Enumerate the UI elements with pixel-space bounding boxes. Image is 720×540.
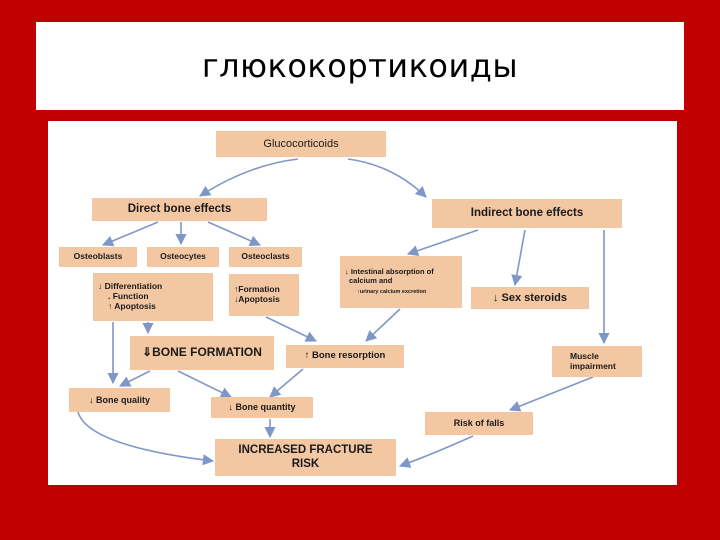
slide-title: глюкокортикоиды xyxy=(201,47,519,85)
osteoclast-effect-formation: ↑Formation xyxy=(234,284,280,295)
arrow-gluco-to-indirect xyxy=(347,158,427,198)
glucocorticoids-label: Glucocorticoids xyxy=(263,137,339,150)
sex-steroids-box: ↓ Sex steroids xyxy=(471,287,589,309)
osteoblast-effects-box: ↓ Differentiation . Function ↑ Apoptosis xyxy=(93,273,213,321)
flow-diagram: Glucocorticoids Direct bone effects Indi… xyxy=(48,121,677,485)
bone-quantity-box: ↓ Bone quantity xyxy=(211,397,313,418)
risk-of-falls-box: Risk of falls xyxy=(425,412,533,435)
osteocytes-box: Osteocytes xyxy=(147,247,219,267)
arrow-resorption-to-quantity xyxy=(269,368,304,398)
intestinal-absorption-box: ↓ Intestinal absorption of calcium and ↑… xyxy=(340,256,462,308)
indirect-bone-effects-box: Indirect bone effects xyxy=(432,199,622,228)
intestinal-line-2: calcium and xyxy=(349,275,393,285)
arrow-intestinal-to-resorption xyxy=(365,308,401,342)
title-panel: глюкокортикоиды xyxy=(36,22,684,110)
bone-resorption-label: ↑ Bone resorption xyxy=(304,350,386,362)
osteoblasts-box: Osteoblasts xyxy=(59,247,137,267)
muscle-line-1: Muscle xyxy=(570,350,599,361)
osteoclasts-box: Osteoclasts xyxy=(229,247,302,267)
osteoclast-effects-box: ↑Formation ↓Apoptosis xyxy=(229,274,299,316)
fracture-line-2: RISK xyxy=(291,457,320,470)
osteoblast-effect-differentiation: ↓ Differentiation xyxy=(98,281,163,292)
indirect-bone-effects-label: Indirect bone effects xyxy=(470,206,584,219)
arrow-formation-to-quantity xyxy=(177,370,233,398)
arrow-direct-to-osteoblasts xyxy=(101,221,159,247)
arrow-gluco-to-direct xyxy=(199,158,299,197)
arrow-osteoclasts-to-resorption xyxy=(265,316,318,342)
sex-steroids-label: ↓ Sex steroids xyxy=(493,291,567,304)
diagram-arrows xyxy=(77,158,610,468)
risk-of-falls-label: Risk of falls xyxy=(453,418,505,429)
osteoclast-effect-apoptosis: ↓Apoptosis xyxy=(234,294,280,304)
arrow-quality-to-fracture xyxy=(77,411,215,466)
arrow-direct-to-osteoclasts xyxy=(207,221,262,247)
arrow-formation-to-quality xyxy=(118,370,151,387)
direct-bone-effects-label: Direct bone effects xyxy=(127,202,232,215)
bone-resorption-box: ↑ Bone resorption xyxy=(286,345,404,368)
osteocytes-label: Osteocytes xyxy=(160,251,206,262)
intestinal-line-3: ↑urinary calcium excretion xyxy=(357,289,427,296)
bone-quality-label: ↓ Bone quality xyxy=(88,394,150,405)
bone-formation-box: ⇓BONE FORMATION xyxy=(130,336,274,370)
osteoblast-effect-function: . Function xyxy=(108,291,149,302)
glucocorticoids-box: Glucocorticoids xyxy=(216,131,386,157)
direct-bone-effects-box: Direct bone effects xyxy=(92,198,267,221)
bone-quality-box: ↓ Bone quality xyxy=(69,388,170,412)
osteoblast-effect-apoptosis: ↑ Apoptosis xyxy=(108,300,156,311)
muscle-impairment-box: Muscle impairment xyxy=(552,346,642,377)
intestinal-line-1: ↓ Intestinal absorption of xyxy=(345,267,434,277)
muscle-line-2: impairment xyxy=(570,360,616,371)
arrow-indirect-to-intestinal xyxy=(406,229,479,257)
arrow-indirect-to-sex-steroids xyxy=(511,229,526,287)
osteoclasts-label: Osteoclasts xyxy=(241,251,290,262)
fracture-line-1: INCREASED FRACTURE xyxy=(238,444,373,457)
arrow-muscle-to-falls xyxy=(508,376,594,412)
fracture-risk-box: INCREASED FRACTURE RISK xyxy=(215,439,396,476)
bone-formation-label: ⇓BONE FORMATION xyxy=(142,345,262,360)
arrow-falls-to-fracture xyxy=(398,435,474,468)
osteoblasts-label: Osteoblasts xyxy=(73,251,123,262)
bone-quantity-label: ↓ Bone quantity xyxy=(228,402,296,413)
